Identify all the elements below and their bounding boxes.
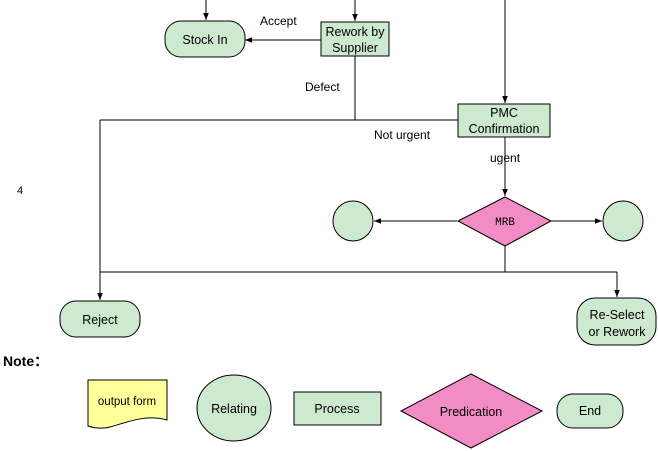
- pmc-label-line1: PMC: [490, 106, 518, 120]
- node-reject[interactable]: Reject: [59, 300, 141, 338]
- edge-label-accept: Accept: [260, 14, 297, 28]
- reject-shape: [59, 300, 141, 338]
- relating-label: Relating: [211, 402, 257, 416]
- stock-in-shape: [164, 20, 246, 58]
- mrb-label: MRB: [495, 217, 515, 229]
- rework-shape: [320, 21, 390, 57]
- output-form-shape: [87, 379, 168, 429]
- process-shape: [293, 391, 382, 426]
- legend-end: End: [556, 393, 624, 429]
- pmc-label-line2: Confirmation: [469, 122, 540, 136]
- node-rework-by-supplier[interactable]: Rework by Supplier: [320, 21, 390, 57]
- node-left-relating-circle[interactable]: [332, 200, 374, 242]
- reject-label: Reject: [82, 313, 118, 327]
- end-shape: [556, 393, 624, 429]
- edge-label-not-urgent: Not urgent: [374, 128, 431, 142]
- legend-output-form: output form: [87, 379, 168, 429]
- rework-label-line1: Rework by: [325, 25, 385, 39]
- node-reselect-or-rework[interactable]: Re-Select or Rework: [576, 297, 657, 346]
- rework-label-line2: Supplier: [332, 41, 378, 55]
- output-form-label: output form: [98, 396, 156, 408]
- process-label: Process: [314, 402, 359, 416]
- mrb-diamond: [456, 196, 553, 247]
- node-pmc-confirmation[interactable]: PMC Confirmation: [457, 103, 551, 138]
- reselect-shape: [576, 297, 657, 346]
- legend-relating: Relating: [196, 374, 272, 442]
- reselect-label-line1: Re-Select: [590, 308, 645, 322]
- end-label: End: [579, 404, 601, 418]
- reselect-label-line2: or Rework: [589, 325, 647, 339]
- edge-label-urgent: ugent: [490, 151, 521, 165]
- predication-label: Predication: [440, 405, 503, 419]
- legend-predication: Predication: [399, 373, 544, 449]
- relating-shape: [196, 374, 272, 442]
- node-stock-in[interactable]: Stock In: [164, 20, 246, 58]
- node-right-relating-circle[interactable]: [602, 200, 644, 242]
- legend-process: Process: [293, 391, 382, 426]
- legend-title: Note：: [3, 353, 48, 369]
- stray-mark: 4: [17, 185, 23, 197]
- node-mrb-decision[interactable]: MRB: [456, 196, 553, 247]
- predication-shape: [399, 373, 544, 449]
- pmc-shape: [457, 103, 551, 138]
- stock-in-label: Stock In: [182, 33, 227, 47]
- edge-label-defect: Defect: [305, 80, 340, 94]
